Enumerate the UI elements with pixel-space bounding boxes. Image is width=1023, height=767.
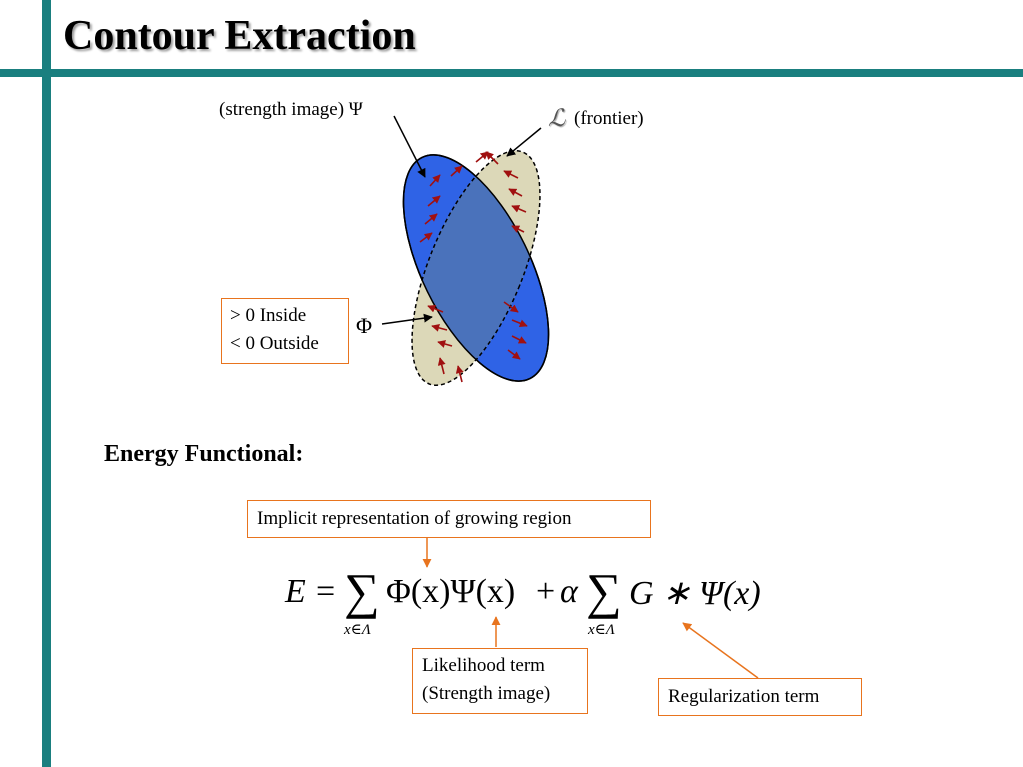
eq-sum-1: ∑ (344, 563, 380, 619)
implicit-representation-box: Implicit representation of growing regio… (247, 500, 651, 538)
frontier-symbol: ℒ (548, 106, 566, 132)
regularization-arrow (682, 622, 759, 679)
eq-subscript-1: x∈Λ (344, 622, 371, 638)
eq-sum-2: ∑ (586, 563, 622, 619)
strength-image-label: (strength image) Ψ (219, 99, 363, 120)
slide-title: Contour Extraction (63, 13, 416, 59)
energy-heading: Energy Functional: (104, 441, 304, 467)
eq-plus: + (536, 573, 556, 610)
eq-term-1: Φ(x)Ψ(x) (386, 573, 516, 610)
frontier-label: (frontier) (574, 108, 644, 129)
likelihood-line-2: (Strength image) (422, 683, 551, 704)
strength-pointer (393, 115, 426, 178)
frontier-contour (411, 150, 541, 386)
eq-energy-symbol: E (285, 573, 306, 610)
likelihood-line-1: Likelihood term (422, 655, 545, 676)
eq-term-2: G ∗ Ψ(x) (629, 575, 761, 612)
growth-arrows (419, 151, 528, 383)
regularization-term-box: Regularization term (658, 678, 862, 716)
left-accent-bar (42, 0, 51, 767)
eq-subscript-2: x∈Λ (588, 622, 615, 638)
phi-pointer (381, 313, 433, 325)
eq-alpha: α (560, 573, 578, 610)
phi-symbol: Φ (356, 313, 373, 338)
title-underline-bar (0, 69, 1023, 77)
phi-outside-text: < 0 Outside (230, 333, 319, 354)
frontier-pointer (506, 127, 542, 157)
strength-image-outline (402, 154, 550, 382)
eq-equals: = (316, 573, 336, 610)
likelihood-term-box: Likelihood term (Strength image) (412, 648, 588, 714)
phi-sign-box: > 0 Inside < 0 Outside (221, 298, 349, 364)
phi-inside-text: > 0 Inside (230, 305, 307, 326)
